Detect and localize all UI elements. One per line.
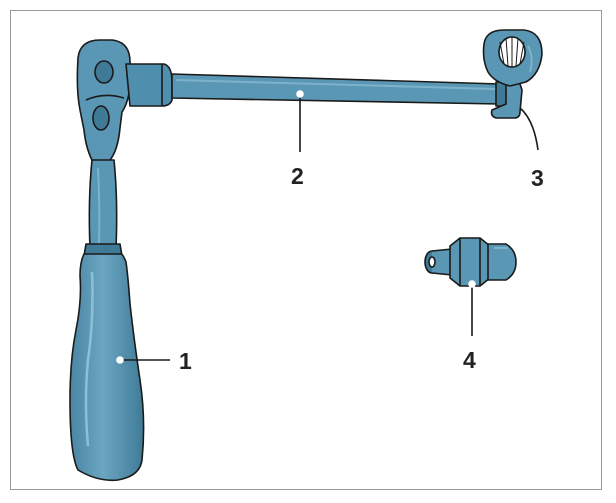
crowfoot-wrench	[482, 29, 543, 119]
diagram-frame	[10, 10, 602, 490]
leader-line-3	[519, 107, 539, 151]
leader-lines	[116, 90, 539, 364]
adapter-rear	[487, 243, 517, 281]
callout-label-3: 3	[531, 165, 544, 191]
extension-bar	[125, 63, 509, 107]
adapter-hex	[449, 237, 491, 287]
ratchet-head	[76, 39, 131, 165]
extension-drive-block	[125, 63, 173, 107]
callout-label-1: 1	[179, 348, 192, 374]
socket-adapter	[424, 237, 517, 287]
handle-grip	[69, 252, 145, 482]
callout-label-4: 4	[463, 347, 476, 373]
callout-label-2: 2	[291, 163, 304, 189]
ratchet-handle	[69, 39, 145, 482]
head-recess-upper	[94, 60, 114, 84]
head-recess-lower	[92, 105, 110, 131]
ratchet-shaft	[88, 159, 118, 249]
crowfoot-body	[490, 77, 523, 119]
extension-rod	[171, 73, 501, 105]
